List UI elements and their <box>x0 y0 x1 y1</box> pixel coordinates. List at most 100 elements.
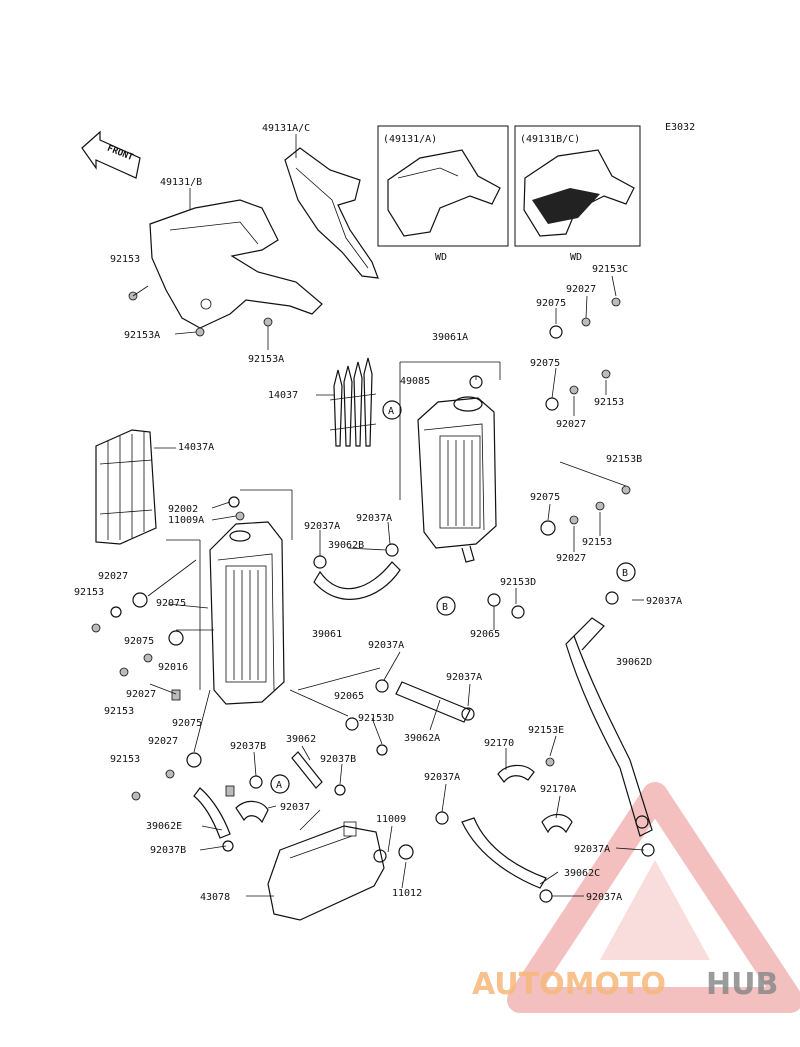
label-92027-d: 92027 <box>98 571 128 582</box>
inset-a-title: (49131/A) <box>383 134 437 145</box>
part-labels: 49131A/C 49131/B 92153 92153A 92153A 921… <box>74 123 682 903</box>
label-92037a-3: 92037A <box>646 596 682 607</box>
label-39062a: 39062A <box>404 733 440 744</box>
label-92153d-1: 92153D <box>500 577 536 588</box>
leader-lines <box>132 134 645 897</box>
label-92037a-4: 92037A <box>368 640 404 651</box>
callout-a-1: A <box>382 400 402 420</box>
radiator-right-39061a <box>399 361 501 563</box>
label-92153d-2: 92153D <box>358 713 394 724</box>
watermark-part1: AUTOMOTO <box>472 967 666 1002</box>
inset-49131bc: (49131B/C) WD <box>514 125 641 263</box>
label-92153-f: 92153 <box>110 754 140 765</box>
inset-b-caption: WD <box>570 252 582 263</box>
label-92075-f: 92075 <box>172 718 202 729</box>
radiator-left-39061 <box>166 489 293 705</box>
bracket-92170a <box>541 813 573 834</box>
label-92170a: 92170A <box>540 784 576 795</box>
label-92075-e: 92075 <box>124 636 154 647</box>
bracket-92170 <box>497 764 535 783</box>
callout-a-2: A <box>270 774 290 794</box>
label-92153a-2: 92153A <box>248 354 284 365</box>
label-92037b-1: 92037B <box>230 741 266 752</box>
label-92065-1: 92065 <box>470 629 500 640</box>
label-92027-e: 92027 <box>126 689 156 700</box>
label-92037a-5: 92037A <box>446 672 482 683</box>
svg-text:A: A <box>388 406 394 417</box>
label-92075-d: 92075 <box>156 598 186 609</box>
label-92153b: 92153B <box>606 454 642 465</box>
svg-text:A: A <box>276 780 282 791</box>
watermark-part2: HUB <box>706 967 778 1002</box>
label-92075-b: 92075 <box>530 358 560 369</box>
label-92037: 92037 <box>280 802 310 813</box>
label-92027-a: 92027 <box>566 284 596 295</box>
callout-b-2: B <box>616 562 636 582</box>
label-39062e: 39062E <box>146 821 182 832</box>
diagram-code: E3032 <box>665 122 695 133</box>
shroud-49131b <box>149 199 323 329</box>
label-92153c: 92153C <box>592 264 628 275</box>
label-39062d: 39062D <box>616 657 652 668</box>
label-92037a-2: 92037A <box>356 513 392 524</box>
label-92153-b: 92153 <box>594 397 624 408</box>
front-label: FRONT <box>106 144 135 164</box>
label-92153-e: 92153 <box>104 706 134 717</box>
hose-39062b <box>313 561 401 600</box>
label-92170: 92170 <box>484 738 514 749</box>
label-39061a: 39061A <box>432 332 468 343</box>
label-92153-top: 92153 <box>110 254 140 265</box>
svg-text:B: B <box>622 568 628 579</box>
inset-49131a: (49131/A) WD <box>377 125 509 263</box>
hose-39062e <box>193 787 231 839</box>
label-11009: 11009 <box>376 814 406 825</box>
hose-39062a <box>395 681 471 723</box>
label-92037a-7: 92037A <box>574 844 610 855</box>
pipe-39062 <box>291 751 323 789</box>
reserve-tank-43078 <box>267 821 385 921</box>
label-39061: 39061 <box>312 629 342 640</box>
label-43078: 43078 <box>200 892 230 903</box>
label-92153-d: 92153 <box>74 587 104 598</box>
label-92027-b: 92027 <box>556 419 586 430</box>
inset-b-title: (49131B/C) <box>520 134 580 145</box>
hose-39062c <box>461 817 547 889</box>
label-92153-c: 92153 <box>582 537 612 548</box>
watermark-logo <box>507 782 800 1013</box>
label-92075-c: 92075 <box>530 492 560 503</box>
label-49131b: 49131/B <box>160 177 202 188</box>
label-14037a: 14037A <box>178 442 214 453</box>
louver-14037a <box>95 429 157 545</box>
inset-a-caption: WD <box>435 252 447 263</box>
label-92037b-3: 92037B <box>150 845 186 856</box>
label-92037a-6: 92037A <box>424 772 460 783</box>
label-92037a-1: 92037A <box>304 521 340 532</box>
hose-39062d <box>565 617 653 837</box>
shroud-49131ac <box>284 147 379 279</box>
label-39062b: 39062B <box>328 540 364 551</box>
label-92027-f: 92027 <box>148 736 178 747</box>
label-11009a: 11009A <box>168 515 204 526</box>
label-92037a-8: 92037A <box>586 892 622 903</box>
label-92075-a: 92075 <box>536 298 566 309</box>
label-11012: 11012 <box>392 888 422 899</box>
label-92065-2: 92065 <box>334 691 364 702</box>
label-92153e: 92153E <box>528 725 564 736</box>
front-arrow-icon: FRONT <box>81 130 141 179</box>
label-49085: 49085 <box>400 376 430 387</box>
label-49131ac: 49131A/C <box>262 123 310 134</box>
label-14037: 14037 <box>268 390 298 401</box>
louver-14037 <box>329 357 377 447</box>
label-92027-c: 92027 <box>556 553 586 564</box>
label-92037b-2: 92037B <box>320 754 356 765</box>
label-92002: 92002 <box>168 504 198 515</box>
hardware <box>91 291 655 903</box>
label-92153a-1: 92153A <box>124 330 160 341</box>
watermark-text: AUTOMOTO HUB <box>472 967 778 1002</box>
callout-b-1: B <box>436 596 456 616</box>
label-39062: 39062 <box>286 734 316 745</box>
label-39062c: 39062C <box>564 868 600 879</box>
label-92016: 92016 <box>158 662 188 673</box>
svg-text:B: B <box>442 602 448 613</box>
